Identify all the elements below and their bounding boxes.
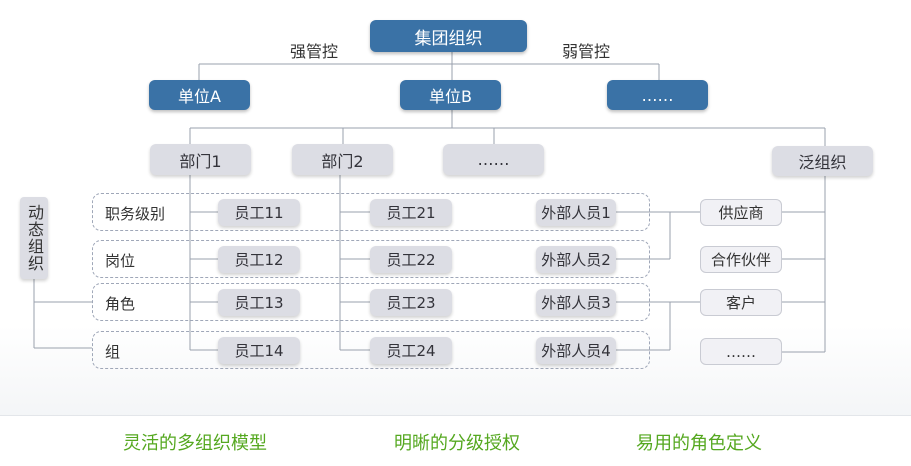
row-label: 职务级别: [105, 205, 166, 223]
staff-node: 员工21: [370, 199, 452, 226]
unit-a-node: 单位A: [149, 80, 250, 110]
partner-node: 合作伙伴: [700, 246, 782, 273]
row-job-level: 职务级别: [92, 193, 650, 231]
staff-node: 员工11: [218, 199, 300, 226]
unit-more-node: ……: [607, 80, 708, 110]
strong-control-label: 强管控: [290, 42, 339, 61]
row-label: 岗位: [105, 252, 136, 270]
row-position: 岗位: [92, 240, 650, 278]
department-2-node: 部门2: [292, 144, 393, 175]
external-staff-node: 外部人员1: [536, 199, 616, 226]
pan-org-node: 泛组织: [772, 146, 873, 176]
feature-footer: 灵活的多组织模型 明晰的分级授权 易用的角色定义: [0, 415, 911, 466]
feature-item: 易用的角色定义: [636, 433, 762, 454]
department-more-node: ……: [443, 144, 544, 175]
partner-node: 供应商: [700, 199, 782, 226]
external-staff-node: 外部人员2: [536, 246, 616, 273]
row-label: 角色: [105, 295, 136, 313]
partner-node: ……: [700, 338, 782, 365]
partner-node: 客户: [700, 289, 782, 316]
root-node: 集团组织: [370, 20, 527, 52]
staff-node: 员工13: [218, 289, 300, 316]
external-staff-node: 外部人员3: [536, 289, 616, 316]
dynamic-org-node: 动态组织: [20, 197, 48, 279]
staff-node: 员工22: [370, 246, 452, 273]
row-group: 组: [92, 331, 650, 369]
feature-item: 明晰的分级授权: [394, 433, 520, 454]
weak-control-label: 弱管控: [562, 42, 611, 61]
staff-node: 员工14: [218, 337, 300, 364]
department-1-node: 部门1: [150, 144, 251, 175]
row-role: 角色: [92, 283, 650, 321]
staff-node: 员工23: [370, 289, 452, 316]
external-staff-node: 外部人员4: [536, 337, 616, 364]
row-label: 组: [105, 343, 121, 361]
staff-node: 员工12: [218, 246, 300, 273]
feature-item: 灵活的多组织模型: [123, 433, 267, 454]
staff-node: 员工24: [370, 337, 452, 364]
unit-b-node: 单位B: [400, 80, 501, 110]
